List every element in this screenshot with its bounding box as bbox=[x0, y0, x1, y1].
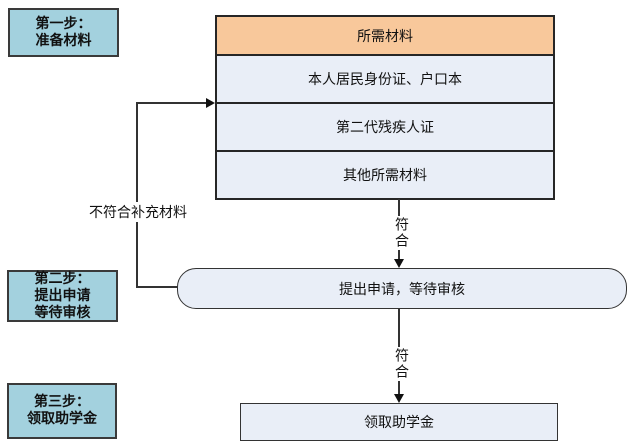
apply-node: 提出申请，等待审核 bbox=[177, 268, 627, 309]
fail-label: 不符合补充材料 bbox=[86, 202, 190, 222]
materials-table: 所需材料 本人居民身份证、户口本 第二代残疾人证 其他所需材料 bbox=[215, 15, 555, 200]
feedback-line-bottom bbox=[136, 286, 178, 288]
materials-table-header: 所需材料 bbox=[217, 17, 553, 56]
arrowhead-to-apply-icon bbox=[394, 259, 404, 268]
materials-row-id-card: 本人居民身份证、户口本 bbox=[217, 56, 553, 104]
pass-label-2: 符合 bbox=[391, 347, 411, 381]
step3-receive-grant-box: 第三步： 领取助学金 bbox=[7, 383, 117, 439]
materials-row-disability-cert: 第二代残疾人证 bbox=[217, 104, 553, 152]
pass-label-1: 符合 bbox=[391, 216, 411, 250]
step1-prepare-materials-box: 第一步： 准备材料 bbox=[8, 8, 119, 57]
arrowhead-into-materials-icon bbox=[206, 98, 215, 108]
arrowhead-to-receive-icon bbox=[394, 394, 404, 403]
materials-row-other: 其他所需材料 bbox=[217, 152, 553, 198]
receive-node: 领取助学金 bbox=[240, 403, 558, 441]
feedback-line-vertical bbox=[136, 103, 138, 288]
feedback-line-top bbox=[136, 102, 207, 104]
step2-submit-application-box: 第二步： 提出申请 等待审核 bbox=[7, 270, 118, 322]
